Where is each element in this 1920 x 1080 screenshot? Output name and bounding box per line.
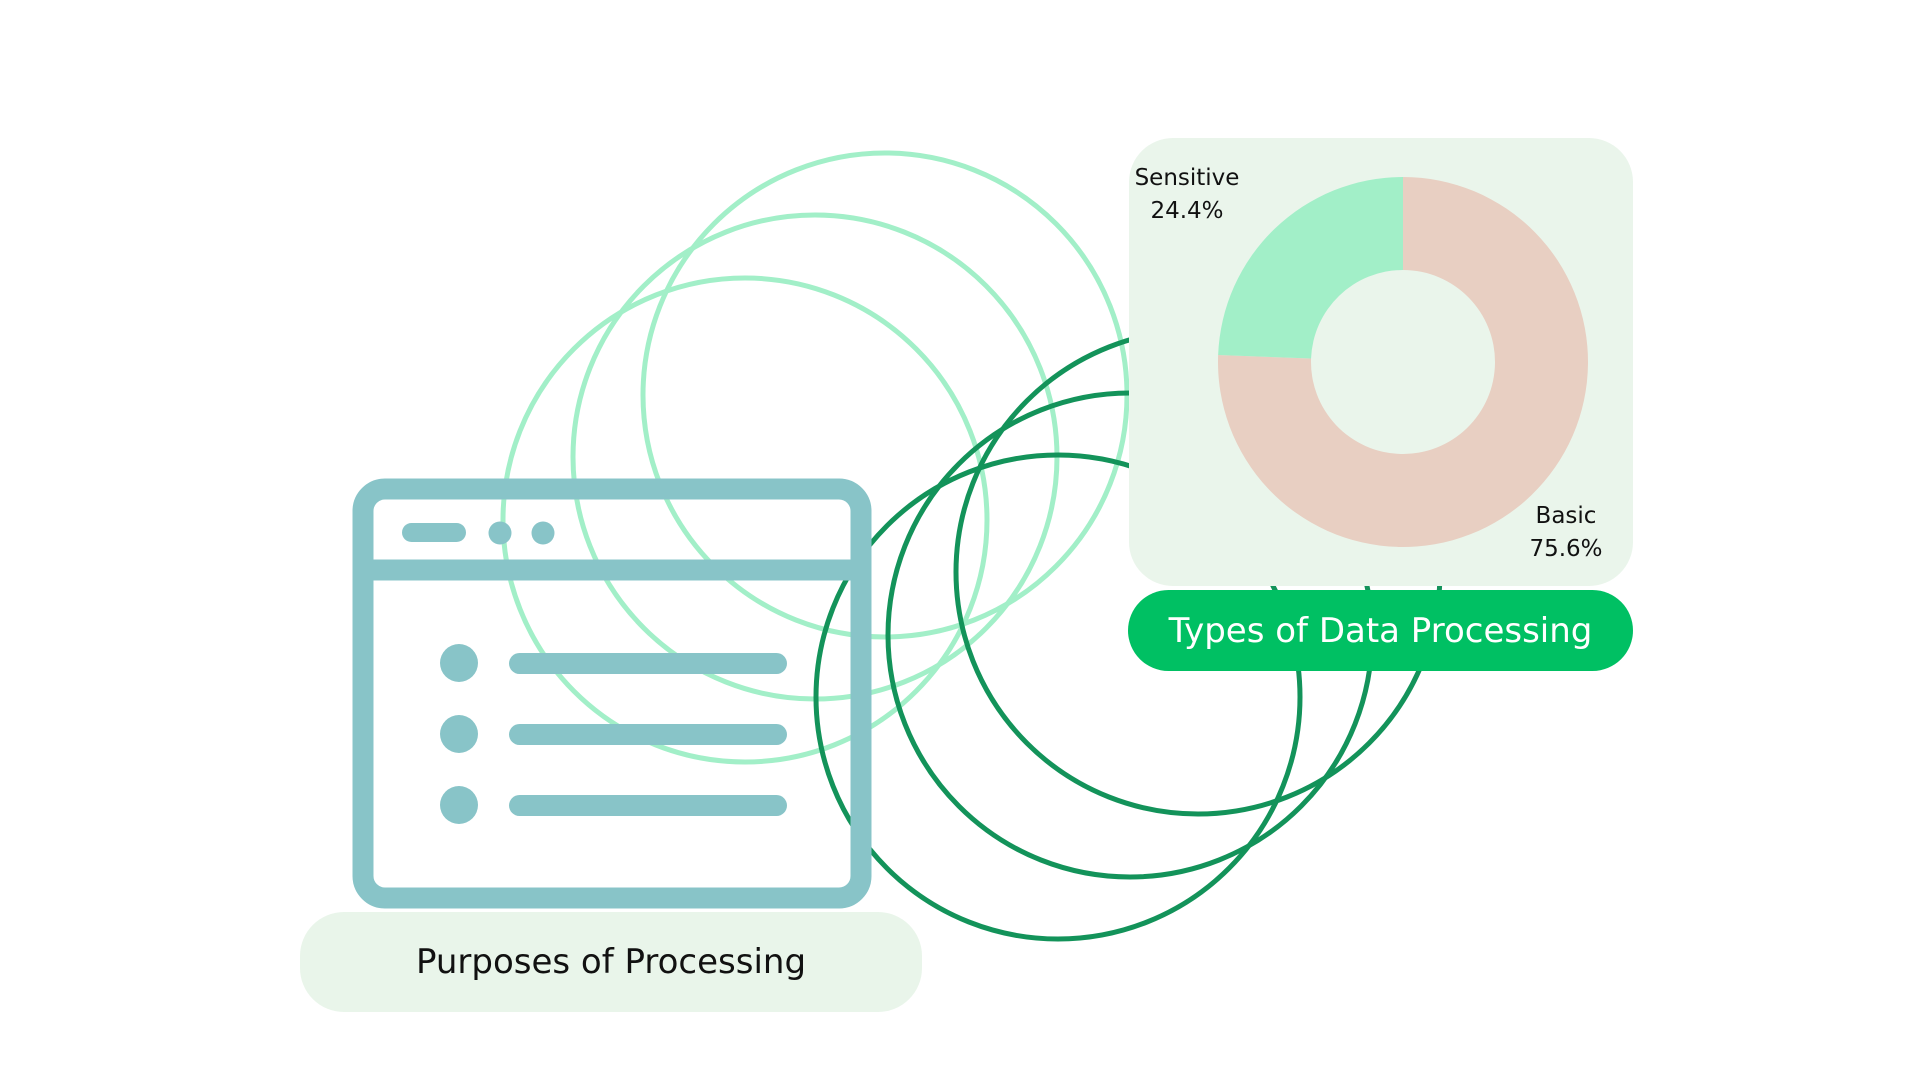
list-line-3	[509, 795, 787, 816]
types-of-processing-pill: Types of Data Processing	[1128, 590, 1633, 671]
donut-slice-basic	[1218, 177, 1588, 547]
browser-dot-1	[488, 521, 512, 545]
label-sensitive-value: 24.4%	[1150, 198, 1224, 224]
purposes-of-processing-label: Purposes of Processing	[415, 942, 807, 982]
label-sensitive-name: Sensitive	[1134, 165, 1240, 191]
chart-panel: Sensitive 24.4% Basic 75.6%	[1129, 138, 1633, 586]
list-line-2	[509, 724, 787, 745]
dark-ring-3	[813, 452, 1303, 942]
list-bullet-1	[440, 644, 478, 682]
label-sensitive: Sensitive 24.4%	[1129, 162, 1245, 228]
light-ring-3	[500, 275, 990, 765]
list-line-1	[509, 653, 787, 674]
browser-dot-2	[531, 521, 555, 545]
list-bullet-2	[440, 715, 478, 753]
types-of-processing-label: Types of Data Processing	[1168, 610, 1593, 651]
list-bullet-3	[440, 786, 478, 824]
purposes-of-processing-pill: Purposes of Processing	[300, 912, 922, 1012]
donut-chart	[1218, 177, 1588, 547]
browser-address-bar	[402, 523, 466, 542]
label-basic: Basic 75.6%	[1521, 500, 1611, 566]
donut-slice-sensitive	[1218, 177, 1403, 359]
label-basic-value: 75.6%	[1529, 536, 1603, 562]
label-basic-name: Basic	[1535, 503, 1597, 529]
browser-frame	[352, 478, 872, 909]
